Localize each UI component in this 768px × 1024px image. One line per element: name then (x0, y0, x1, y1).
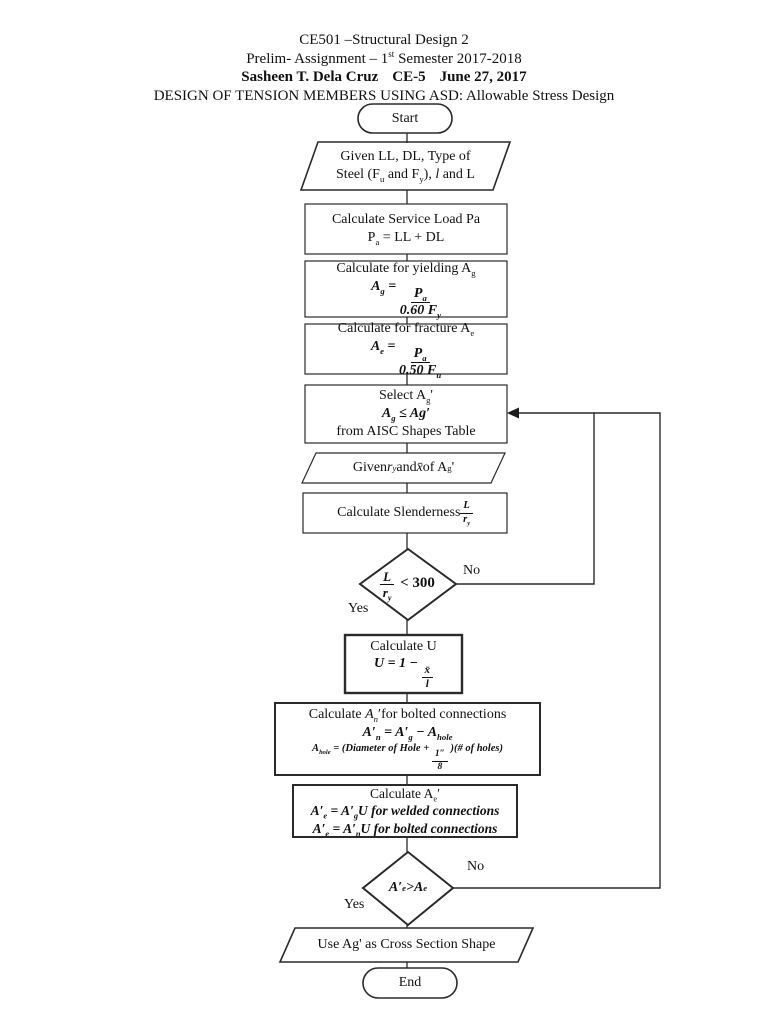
end-node: End (398, 975, 422, 991)
net-area-shape (274, 702, 541, 776)
document-header: CE501 –Structural Design 2 Prelim- Assig… (0, 31, 768, 105)
service-load-node: Calculate Service Load Pa Pa = LL + DL (305, 204, 507, 254)
eff-area-formula2: A′e = A′nU for bolted connections (312, 820, 498, 839)
service-load-shape (304, 203, 508, 255)
given-line1: Given LL, DL, Type of (340, 149, 471, 165)
eff-area-formula1: A′e = A′gU for welded connections (310, 803, 500, 822)
decision2-no-label: No (467, 859, 485, 874)
select-title: Select Ag' (379, 388, 433, 405)
calc-u-formula: U = 1 − x̄l (374, 655, 434, 690)
select-ag-node: Select Ag' Ag ≤ Ag′ from AISC Shapes Tab… (305, 385, 507, 443)
eff-area-title: Calculate Ae′ (369, 786, 441, 804)
header-date: June 27, 2017 (439, 69, 527, 85)
yielding-shape (304, 260, 508, 318)
header-course: CE501 –Structural Design 2 (299, 32, 469, 48)
author-section: CE-5 (392, 69, 426, 85)
given-io-node: Given LL, DL, Type of Steel (Fu and Fy),… (301, 142, 510, 190)
arrowhead-into-select (507, 407, 519, 419)
calc-u-shape (343, 633, 464, 695)
loop-no-area-check (453, 412, 661, 889)
eff-area-node: Calculate Ae′ A′e = A′gU for welded conn… (293, 785, 517, 839)
yielding-title: Calculate for yielding Ag (336, 260, 476, 278)
net-area-title: Calculate An′for bolted connections (308, 706, 507, 724)
calc-u-title: Calculate U (370, 638, 437, 654)
end-shape (362, 967, 458, 999)
author-name: Sasheen T. Dela Cruz (241, 69, 379, 85)
service-formula: Pa = LL + DL (367, 230, 445, 247)
use-shape-io (278, 927, 535, 963)
area-decision-shape (361, 850, 455, 927)
service-title: Calculate Service Load Pa (331, 212, 481, 228)
decision1-yes-label: Yes (348, 601, 369, 616)
start-node: Start (391, 110, 419, 126)
loop-no-slenderness (456, 412, 595, 585)
header-assignment: Prelim- Assignment – 1st Semester 2017-2… (246, 48, 522, 67)
select-source: from AISC Shapes Table (336, 423, 476, 439)
net-area-node: Calculate An′for bolted connections A′n … (275, 703, 540, 775)
calc-u-node: Calculate U U = 1 − x̄l (345, 635, 462, 693)
fracture-shape (304, 323, 508, 375)
select-ag-shape (304, 384, 508, 444)
given-ry-io-shape (301, 452, 506, 484)
decision2-yes-label: Yes (344, 897, 365, 912)
net-area-formula1: A′n = A′g − Ahole (362, 724, 453, 742)
given-io-shape (299, 141, 512, 191)
slenderness-decision-shape (358, 547, 458, 622)
header-author-line: Sasheen T. Dela Cruz CE-5 June 27, 2017 (0, 68, 768, 87)
document-title: DESIGN OF TENSION MEMBERS USING ASD: All… (153, 87, 615, 104)
given-line2: Steel (Fu and Fy), l and L (336, 167, 475, 184)
slenderness-shape (302, 492, 508, 534)
use-shape-node: Use Ag' as Cross Section Shape (317, 937, 496, 953)
decision1-no-label: No (463, 563, 481, 578)
start-shape (357, 103, 453, 134)
net-area-formula2: Ahole = (Diameter of Hole + 1″8 )(# of h… (312, 742, 503, 772)
fracture-title: Calculate for fracture Ae (337, 320, 475, 338)
eff-area-shape (292, 784, 518, 838)
select-formula: Ag ≤ Ag′ (381, 406, 431, 423)
